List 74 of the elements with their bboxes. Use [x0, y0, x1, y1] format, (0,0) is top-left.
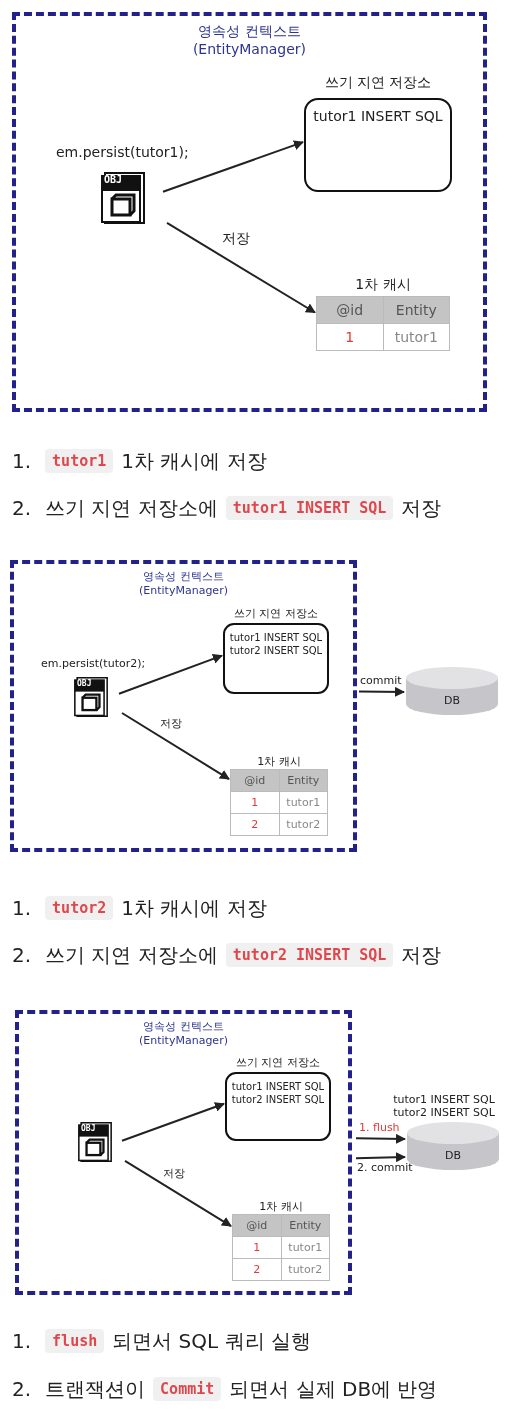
store-heading: 쓰기 지연 저장소 [235, 1055, 321, 1070]
header-cell: @id [232, 1214, 281, 1237]
arrow [355, 1152, 406, 1163]
sql-text: tutor1 INSERT SQL [230, 1081, 326, 1094]
list-text: 쓰기 지연 저장소에 [45, 941, 218, 969]
header-cell: Entity [383, 296, 450, 324]
dashed-container [15, 1010, 352, 1295]
inline-code: tutor2 INSERT SQL [225, 943, 394, 967]
list-text: 되면서 실제 DB에 반영 [229, 1375, 438, 1403]
cache-heading: 1차 캐시 [258, 1199, 304, 1214]
table-cell: 1 [316, 323, 383, 351]
list-number: 2. [12, 943, 32, 967]
inline-code: tutor1 [45, 449, 114, 473]
edge-label: 2. commit [357, 1161, 413, 1174]
table-cell: 2 [232, 1258, 281, 1281]
sql-text: tutor1 INSERT SQL [312, 108, 444, 126]
inline-code: tutor1 INSERT SQL [225, 496, 394, 520]
arrow [121, 1102, 225, 1142]
list-text: 저장 [401, 941, 442, 969]
container-title: 영속성 컨텍스트 (EntityManager) [138, 570, 229, 599]
list-number: 2. [12, 1377, 32, 1401]
sql-text: tutor2 INSERT SQL [230, 1093, 326, 1106]
arrow [121, 712, 230, 781]
code-text: em.persist(tutor1); [56, 144, 189, 160]
obj-label: OBJ [104, 175, 123, 185]
arrow [358, 686, 405, 697]
inline-code: Commit [153, 1377, 222, 1401]
list-text: 1차 캐시에 저장 [121, 894, 267, 922]
db-label: DB [443, 694, 461, 707]
inline-code: tutor2 [45, 896, 114, 920]
list-number: 1. [12, 896, 32, 920]
sql-text: tutor1 INSERT SQL [228, 632, 324, 645]
list-number: 2. [12, 496, 32, 520]
code-text: em.persist(tutor2); [41, 657, 146, 670]
arrow [355, 1133, 406, 1144]
list-text: 1차 캐시에 저장 [121, 447, 267, 475]
edge-label: 저장 [160, 716, 182, 731]
list-text: 쓰기 지연 저장소에 [45, 494, 218, 522]
header-cell: Entity [281, 1214, 330, 1237]
list-number: 1. [12, 449, 32, 473]
store-heading: 쓰기 지연 저장소 [323, 74, 433, 92]
sql-text: tutor1 INSERT SQL [392, 1093, 496, 1106]
list-text: 트랜잭션이 [45, 1375, 146, 1403]
obj-label: OBJ [77, 680, 92, 688]
edge-label: commit [360, 674, 402, 687]
header-cell: Entity [279, 769, 328, 792]
header-cell: @id [316, 296, 383, 324]
cache-heading: 1차 캐시 [256, 754, 302, 769]
arrow [162, 140, 304, 193]
dashed-container [12, 12, 487, 412]
dashed-container [10, 560, 357, 852]
header-cell: @id [230, 769, 279, 792]
arrow [124, 1159, 232, 1228]
store-heading: 쓰기 지연 저장소 [233, 606, 319, 621]
list-text: 되면서 SQL 쿼리 실행 [112, 1327, 311, 1355]
edge-label: 저장 [163, 1166, 185, 1181]
db-label: DB [444, 1149, 462, 1162]
container-title: 영속성 컨텍스트 (EntityManager) [191, 22, 308, 59]
arrow [166, 221, 316, 314]
list-number: 1. [12, 1329, 32, 1353]
sql-text: tutor2 INSERT SQL [228, 644, 324, 657]
edge-label: 1. flush [359, 1121, 400, 1134]
inline-code: flush [45, 1329, 105, 1353]
table-cell: 1 [232, 1236, 281, 1259]
list-text: 저장 [401, 494, 442, 522]
edge-label: 저장 [222, 230, 250, 248]
cache-heading: 1차 캐시 [354, 276, 412, 294]
arrow [118, 654, 223, 695]
table-cell: tutor1 [383, 323, 450, 351]
table-cell: 2 [230, 813, 279, 836]
sql-text: tutor2 INSERT SQL [392, 1106, 496, 1119]
container-title: 영속성 컨텍스트 (EntityManager) [138, 1020, 229, 1049]
table-cell: 1 [230, 791, 279, 814]
obj-label: OBJ [81, 1125, 96, 1133]
